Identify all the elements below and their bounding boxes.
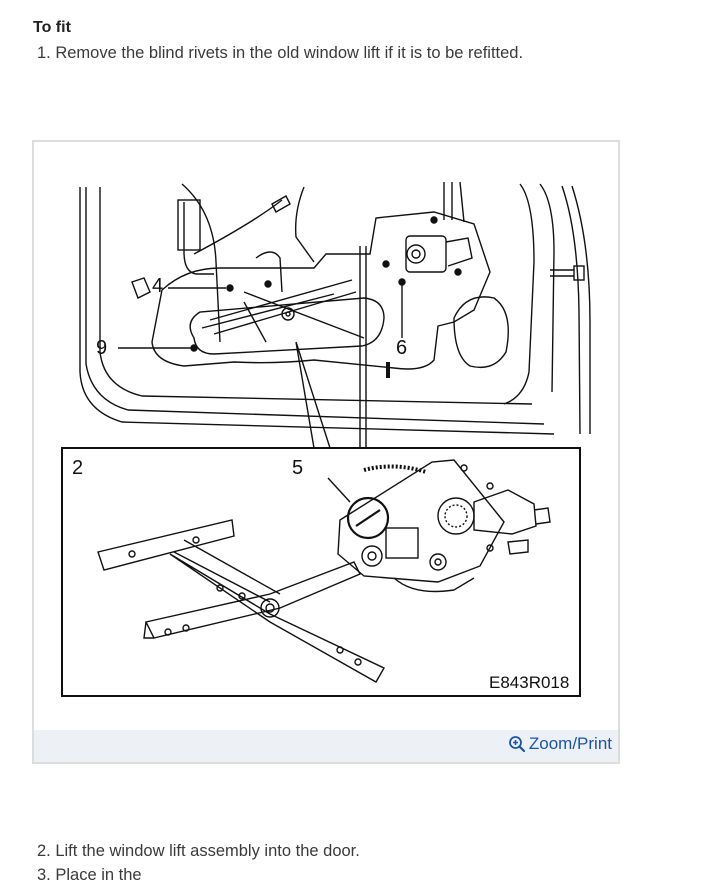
step-2-text: 2. Lift the window lift assembly into th… <box>37 842 360 860</box>
zoom-print-link[interactable]: Zoom/Print <box>508 734 612 754</box>
zoom-print-label: Zoom/Print <box>528 734 612 753</box>
callout-5: 5 <box>292 457 303 479</box>
figure-footer: Zoom/Print <box>34 730 618 762</box>
callout-2: 2 <box>72 457 83 479</box>
figure-container: 4 9 6 2 5 E843R018 Zoom/Print <box>32 140 620 764</box>
zoom-in-icon <box>508 736 525 753</box>
window-lift-diagram: 4 9 6 2 5 E843R018 <box>61 181 591 697</box>
step-3-text: 3. Place in the <box>37 866 142 884</box>
callout-9: 9 <box>96 337 107 359</box>
step-1-text: 1. Remove the blind rivets in the old wi… <box>37 44 524 62</box>
callout-6: 6 <box>396 337 407 359</box>
section-heading: To fit <box>33 19 71 36</box>
figure-code: E843R018 <box>489 673 569 692</box>
callout-4: 4 <box>152 275 163 297</box>
